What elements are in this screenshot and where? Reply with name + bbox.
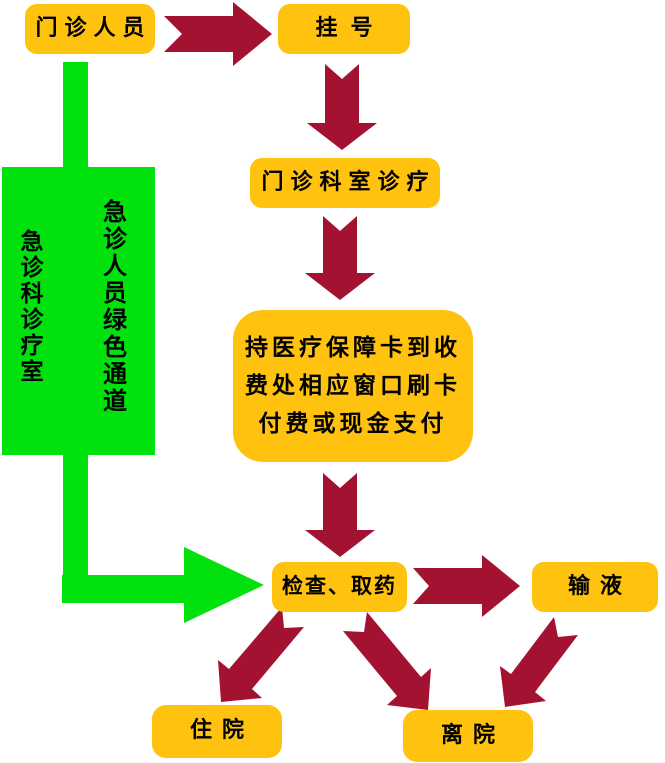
node-outpatient: 门诊人员 [25,4,155,54]
green-channel-bar [62,575,184,603]
node-infusion: 输液 [532,562,658,612]
green-channel-stem-top [63,62,88,167]
arrow-exam-to-infusion [413,555,520,617]
payment-line-2: 费处相应窗口刷卡 [245,373,461,399]
green-channel-panel [2,167,155,455]
node-registration: 挂号 [278,4,410,54]
arrow-outpatient-to-registration [164,2,272,66]
arrow-registration-to-clinic [307,64,377,150]
arrow-exam-to-discharge [343,612,431,710]
arrow-exam-to-admission [218,607,304,702]
green-channel-arrowhead [184,547,264,623]
arrow-payment-to-exam [305,473,375,557]
node-exam-medicine: 检查、取药 [272,562,407,612]
green-channel-room-label: 急诊科诊疗室 [20,229,44,385]
payment-line-1: 持医疗保障卡到收 [245,335,461,361]
node-payment: 持医疗保障卡到收 费处相应窗口刷卡 付费或现金支付 [233,310,473,462]
arrow-infusion-to-discharge [500,617,578,707]
payment-line-3: 付费或现金支付 [258,411,448,437]
node-admission: 住院 [152,705,282,758]
node-clinic: 门诊科室诊疗 [250,158,440,208]
green-channel-label: 急诊人员绿色通道 [103,198,127,415]
node-discharge: 离院 [403,710,533,762]
arrow-clinic-to-payment [305,216,375,300]
